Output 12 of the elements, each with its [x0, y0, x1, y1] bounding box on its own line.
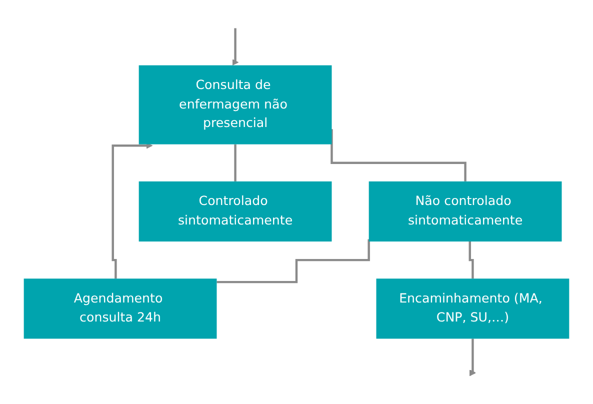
- connector: [468, 242, 474, 280]
- connector: [330, 129, 466, 183]
- arrow: [469, 338, 476, 376]
- node-box: Não controlado sintomaticamente: [368, 181, 562, 242]
- connector: [234, 144, 236, 183]
- node-box: Controlado sintomaticamente: [138, 181, 332, 242]
- node-box: Encaminhamento (MA, CNP, SU,…): [376, 278, 570, 339]
- connector: [216, 239, 370, 284]
- arrow: [232, 28, 239, 66]
- node-box: Consulta de enfermagem não presencial: [138, 65, 332, 144]
- arrow: [112, 142, 153, 279]
- node-box: Agendamento consulta 24h: [24, 278, 217, 339]
